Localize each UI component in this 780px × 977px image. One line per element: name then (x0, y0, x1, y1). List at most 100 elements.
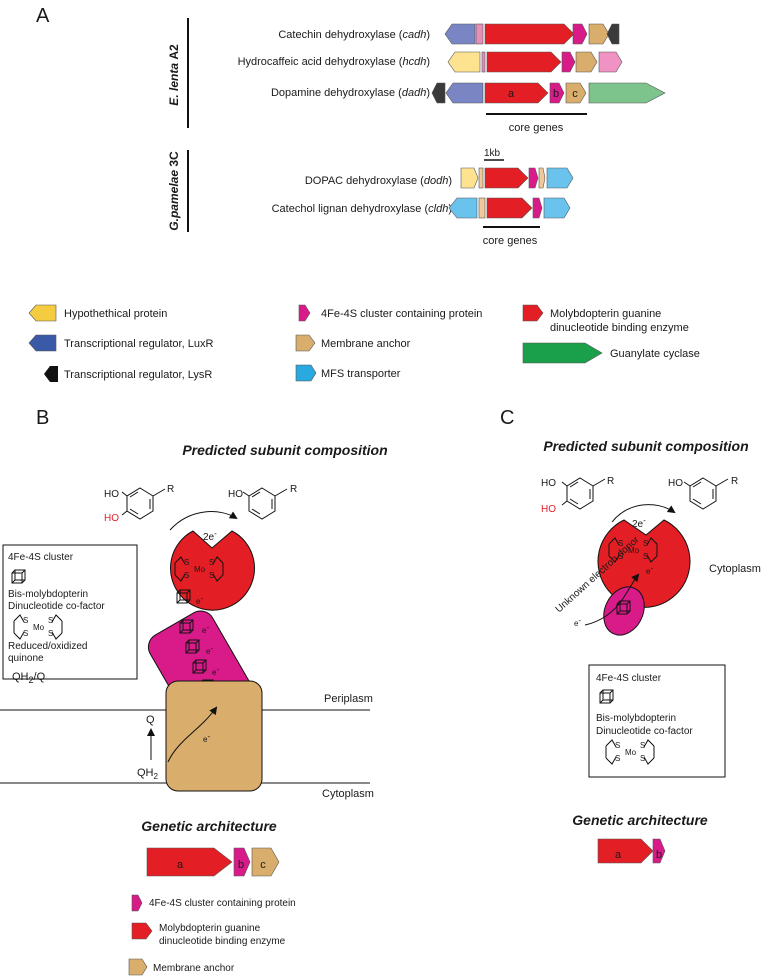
gene-letter-b: b (238, 859, 244, 871)
gene-moco (484, 23, 575, 45)
sulfur-label: S (184, 558, 189, 567)
gene-pink (598, 51, 623, 73)
hydroxyl-label: HO (228, 489, 243, 500)
gene-anchor (538, 167, 546, 189)
hydroxyl-label: HO (541, 478, 556, 489)
operon-cadh (444, 23, 620, 45)
electron-label: e- (202, 623, 209, 635)
gene-letter-b: b (656, 849, 662, 861)
svg-text:S: S (640, 754, 645, 763)
gene-anchor (575, 51, 598, 73)
electron-label: e- (212, 665, 219, 677)
scale-label: 1kb (484, 148, 501, 159)
core-genes-label: core genes (509, 122, 564, 134)
legend-swatch-moco (131, 922, 153, 940)
operon-hcdh (447, 51, 623, 73)
legend-label-anchor: Membrane anchor (153, 963, 235, 974)
legend-swatch-anchor (295, 334, 316, 352)
gene-anchor (478, 197, 486, 219)
electron-transfer-arrow (167, 706, 218, 763)
legend-swatch-fe4s (131, 894, 143, 912)
product-molecule: HO R (228, 484, 297, 520)
catalytic-subunit (597, 519, 691, 608)
legend-swatch-luxr (28, 334, 57, 352)
svg-text:S: S (643, 539, 648, 548)
legend-label-moco-2: dinucleotide binding enzyme (159, 936, 286, 947)
electron-transfer-arrow (584, 573, 640, 626)
legend-swatch-mfs (295, 364, 317, 382)
panel-c-title: Predicted subunit composition (543, 438, 748, 454)
gene-letter-b: b (553, 88, 559, 100)
operon-label-dodh: DOPAC dehydroxylase (dodh) (305, 175, 452, 187)
svg-text:S: S (23, 629, 28, 638)
molybdenum-label: Mo (194, 565, 206, 574)
removed-hydroxyl-label: HO (541, 504, 556, 515)
svg-text:S: S (643, 552, 648, 561)
membrane-anchor-subunit (165, 680, 263, 792)
panel-label-a: A (36, 5, 50, 27)
legend-swatch-fe4s (298, 304, 311, 322)
key-quinone-label-1: Reduced/oxidized (8, 641, 88, 652)
electron-label: e- (203, 732, 210, 744)
svg-text:S: S (618, 552, 623, 561)
catalytic-subunit (170, 530, 255, 611)
key-bis-label-2: Dinucleotide co-factor (8, 601, 105, 612)
legend-label-lysr: Transcriptional regulator, LysR (64, 369, 212, 381)
gene-c-anchor (251, 847, 280, 877)
gene-fe4s (561, 51, 576, 73)
svg-text:Mo: Mo (628, 546, 640, 555)
sulfur-label: S (209, 558, 214, 567)
legend-label-mfs: MFS transporter (321, 368, 401, 380)
key-bis-label-2: Dinucleotide co-factor (596, 726, 693, 737)
key-quinone-formula: QH2/Q (12, 671, 46, 685)
key-bis-label-1: Bis-molybdopterin (8, 589, 88, 600)
svg-text:S: S (618, 539, 623, 548)
gene-hypothetical (460, 167, 479, 189)
product-molecule: HO R (668, 476, 738, 510)
gene-letter-a: a (177, 859, 184, 871)
legend-swatch-hypothetical (28, 304, 57, 322)
operon-label-cldh: Catechol lignan dehydroxylase (cldh) (272, 203, 452, 215)
gene-mfs (543, 197, 571, 219)
legend-label-moco-1: Molybdopterin guanine (550, 308, 661, 320)
group-label-elenta: E. lenta A2 (167, 44, 181, 106)
sulfur-label: S (209, 571, 214, 580)
legend-label-hypothetical: Hypothethical protein (64, 308, 167, 320)
gene-letter-a: a (615, 849, 622, 861)
svg-text:S: S (640, 741, 645, 750)
svg-text:S: S (615, 754, 620, 763)
legend-label-fe4s: 4Fe-4S cluster containing protein (321, 308, 482, 320)
cytoplasm-label: Cytoplasm (322, 788, 374, 800)
legend-swatch-moco (522, 304, 544, 322)
gene-b-fe4s (652, 838, 666, 864)
cofactor-key-box (588, 664, 726, 778)
key-bis-label-1: Bis-molybdopterin (596, 713, 676, 724)
genetic-architecture-title: Genetic architecture (141, 818, 277, 834)
electron-label: e- (574, 616, 581, 628)
operon-dadh: a b c (431, 82, 666, 104)
key-cluster-label: 4Fe-4S cluster (596, 673, 662, 684)
gene-a-moco (146, 847, 233, 877)
gene-b-fe4s (233, 847, 251, 877)
two-electron-label: 2e- (632, 516, 646, 530)
key-quinone-label-2: quinone (8, 653, 44, 664)
gene-luxr (445, 82, 484, 104)
legend-swatch-lysr (44, 366, 58, 382)
svg-text:S: S (48, 616, 53, 625)
reaction-arrow (611, 504, 676, 523)
legend-label-guanylate: Guanylate cyclase (610, 348, 700, 360)
cytoplasm-label: Cytoplasm (709, 563, 761, 575)
svg-text:S: S (23, 616, 28, 625)
panel-a: A E. lenta A2 G.pamelae 3C Catechin dehy… (36, 5, 666, 247)
removed-hydroxyl-label: HO (104, 513, 119, 524)
gene-hypothetical (447, 51, 481, 73)
gene-small (478, 167, 484, 189)
gene-small (481, 51, 486, 73)
gene-fe4s (549, 82, 565, 104)
gene-mfs (546, 167, 574, 189)
panel-label-b: B (36, 407, 49, 429)
key-cofactor-icon: S S S S Mo (13, 614, 63, 640)
svg-text:S: S (615, 741, 620, 750)
panel-c: C Predicted subunit composition HO HO R … (500, 407, 761, 864)
gene-fe4s (532, 197, 543, 219)
